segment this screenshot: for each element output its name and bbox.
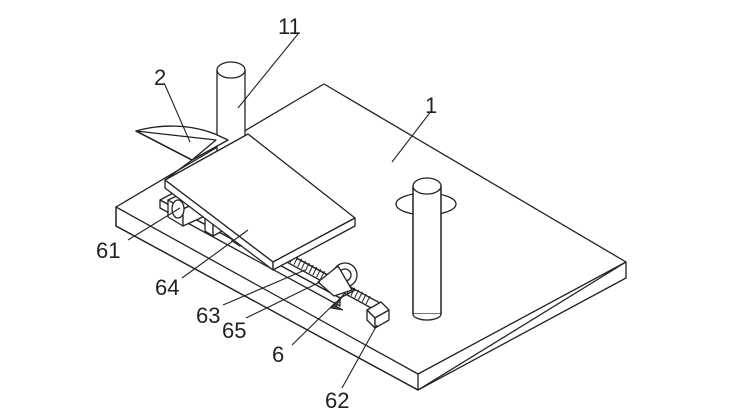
thread-mark — [357, 291, 363, 301]
pulley-65 — [317, 262, 358, 297]
thread-mark — [350, 287, 356, 296]
thread-mark — [316, 268, 322, 278]
thread-mark — [354, 289, 360, 299]
thread-mark — [361, 293, 367, 303]
arrow-6 — [330, 293, 345, 311]
thread-mark — [308, 264, 314, 274]
label-65: 65 — [222, 318, 246, 343]
label-62: 62 — [325, 388, 349, 413]
thread-mark — [297, 258, 303, 267]
label-61: 61 — [96, 238, 120, 263]
label-64: 64 — [155, 275, 179, 300]
label-2: 2 — [154, 65, 166, 90]
thread-mark — [293, 256, 299, 265]
sliding-plate-2 — [135, 125, 356, 271]
label-1: 1 — [425, 93, 437, 118]
label-6: 6 — [272, 342, 284, 367]
thread-mark — [320, 270, 325, 280]
label-11: 11 — [278, 14, 301, 39]
thread-mark — [304, 262, 310, 272]
thread-mark — [365, 295, 371, 305]
thread-mark — [312, 266, 318, 276]
labels: 1 2 11 61 64 63 65 6 62 — [96, 14, 437, 413]
label-63: 63 — [196, 303, 220, 328]
leader-lines — [127, 33, 433, 389]
thread-mark — [301, 260, 306, 270]
pillar-right — [412, 177, 442, 321]
